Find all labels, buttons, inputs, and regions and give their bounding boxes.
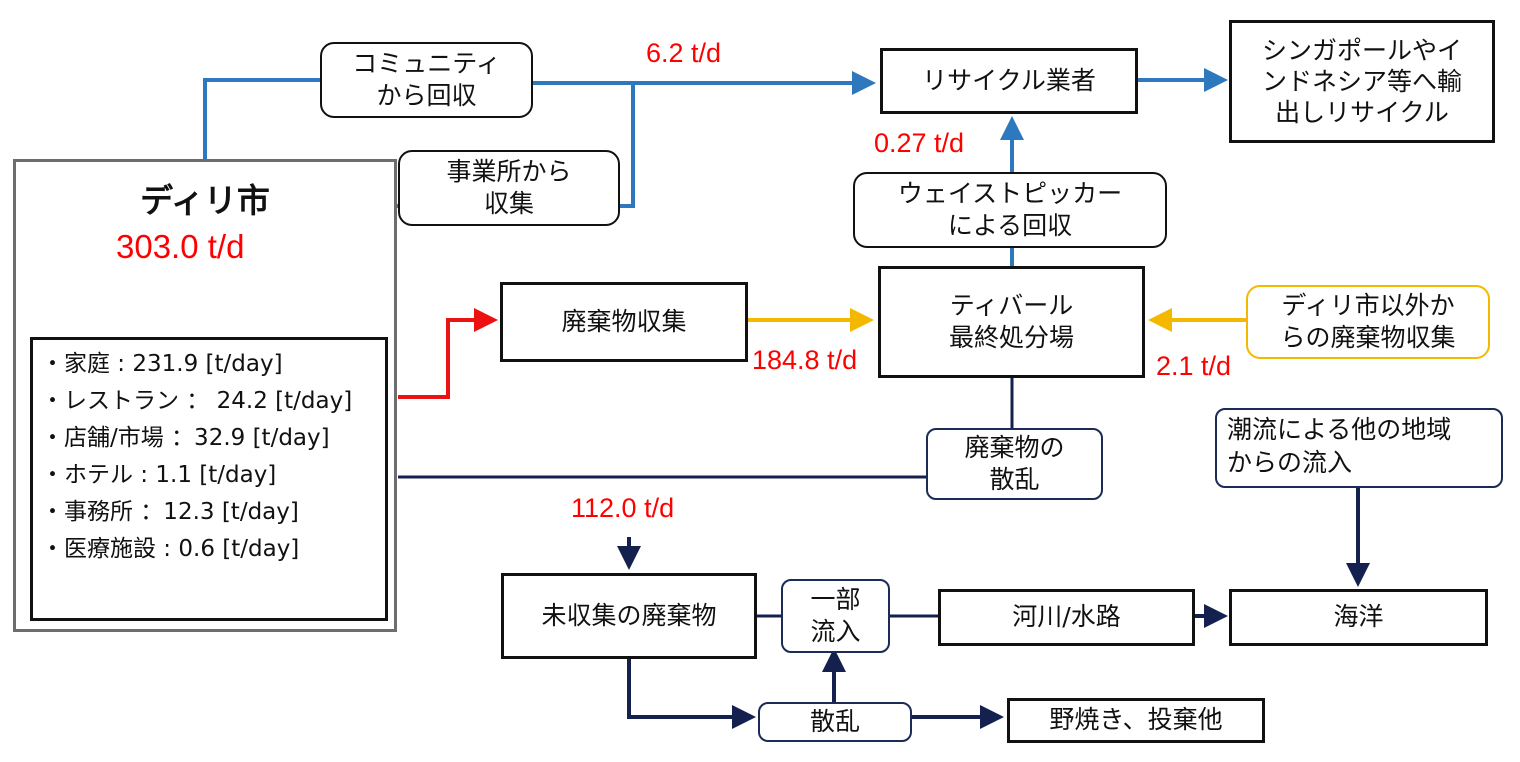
label-to-recycler: 6.2 t/d [646,38,722,68]
dili-city-box: ディリ市 303.0 t/d ・家庭 : 231.9 [t/day] ・レストラ… [13,159,397,632]
flow-city-to-collection [398,308,498,399]
node-river: 河川/水路 [938,589,1195,646]
node-scatter-landfill: 廃棄物の 散乱 [926,428,1103,500]
node-recycler: リサイクル業者 [880,48,1138,114]
node-uncollected: 未収集の廃棄物 [501,573,757,659]
node-ocean: 海洋 [1229,589,1488,646]
source-office: ・事務所 ：12.3 [t/day] [41,499,299,525]
node-export: シンガポールやイ ンドネシア等へ輸 出しリサイクル [1229,20,1495,143]
node-picker: ウェイストピッカー による回収 [853,172,1167,248]
label-picker-to-recycler: 0.27 t/d [874,128,965,158]
city-name: ディリ市 [140,181,270,220]
node-burning: 野焼き、投棄他 [1007,698,1265,743]
node-tidal-inflow: 潮流による他の地域 からの流入 [1215,408,1503,488]
node-outside: ディリ市以外か らの廃棄物収集 [1246,285,1490,359]
city-total: 303.0 t/d [116,228,245,265]
source-store-market: ・店舗/市場 ：32.9 [t/day] [41,425,330,451]
flow-office-to-recycler [620,83,635,208]
node-scatter: 散乱 [758,702,912,742]
node-collection: 廃棄物収集 [500,282,748,362]
node-landfill: ティバール 最終処分場 [878,266,1145,378]
waste-source-list: ・家庭 : 231.9 [t/day] ・レストラン ： 24.2 [t/day… [30,337,388,621]
node-partial-inflow: 一部 流入 [781,579,890,653]
label-outside-to-landfill: 2.1 t/d [1156,351,1232,381]
source-medical: ・医療施設 : 0.6 [t/day] [41,536,300,562]
source-hotel: ・ホテル : 1.1 [t/day] [41,462,277,488]
flow-uncollected-to-scatter [627,659,756,729]
node-community: コミュニティ から回収 [320,42,533,118]
label-uncollected: 112.0 t/d [571,493,675,523]
node-office: 事業所から 収集 [398,150,620,226]
source-household: ・家庭 : 231.9 [t/day] [41,351,283,377]
source-restaurant: ・レストラン ： 24.2 [t/day] [41,388,353,414]
flow-city-to-community [203,78,320,160]
label-collection-to-landfill: 184.8 t/d [752,345,858,375]
